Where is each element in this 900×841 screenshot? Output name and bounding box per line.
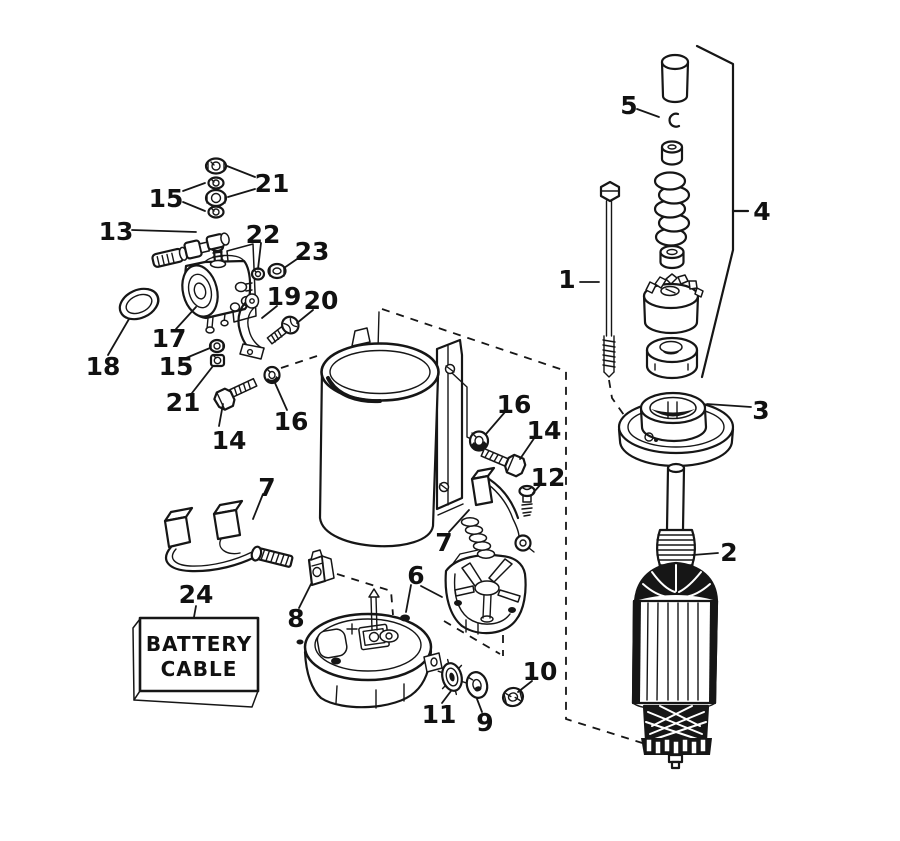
motor-frame	[318, 327, 474, 548]
callout-1: 1	[558, 265, 575, 294]
link-strap	[237, 293, 265, 360]
callout-9: 9	[476, 708, 493, 737]
washer-9	[465, 671, 489, 699]
callout-2: 2	[720, 538, 737, 567]
spacer-bushing	[660, 140, 684, 166]
lock-washer-21	[209, 353, 226, 368]
terminal-stud	[151, 232, 230, 268]
washer-16-right	[468, 430, 490, 452]
callout-15-lower: 15	[159, 352, 194, 381]
solenoid-washer-22	[250, 267, 266, 281]
pinion-gear	[642, 273, 704, 335]
callout-20: 20	[304, 286, 339, 315]
callout-24: 24	[179, 580, 214, 609]
spacer-cap	[660, 53, 690, 104]
drive-end-housing	[444, 549, 527, 635]
callout-13: 13	[99, 217, 134, 246]
callout-16-right: 16	[497, 390, 532, 419]
pinion-spacer-nut	[645, 336, 699, 380]
callout-22: 22	[246, 220, 281, 249]
mount-bolt-14-left	[213, 377, 258, 411]
lower-nut-15	[208, 338, 226, 354]
battery-box-line2: CABLE	[161, 657, 238, 681]
callout-18: 18	[86, 352, 121, 381]
callout-11: 11	[422, 700, 457, 729]
end-head-flange	[617, 391, 735, 468]
retaining-ring-clip	[668, 112, 681, 128]
callout-16-left: 16	[274, 407, 309, 436]
callout-12: 12	[531, 463, 566, 492]
callout-7-right: 7	[435, 528, 452, 557]
drive-spring	[653, 171, 691, 247]
callout-23: 23	[295, 237, 330, 266]
callout-10: 10	[523, 657, 558, 686]
end-cap	[296, 588, 443, 709]
callout-21-lower: 21	[166, 388, 201, 417]
bushing-ring	[118, 287, 160, 321]
callout-17: 17	[152, 324, 187, 353]
callout-14-right: 14	[527, 416, 562, 445]
group-bracket-4	[695, 44, 750, 379]
brush-and-spring-right	[460, 466, 535, 559]
washer-16-left	[263, 365, 281, 385]
mount-bolt-14-right	[480, 447, 527, 478]
callout-7-left: 7	[258, 473, 275, 502]
leader-lines	[107, 108, 752, 713]
solenoid-nut-23	[267, 262, 287, 280]
callout-5: 5	[620, 91, 637, 120]
callout-6: 6	[407, 561, 424, 590]
seal-grommet-11	[437, 658, 467, 696]
callout-4: 4	[753, 197, 770, 226]
terminal-nut-washer-stack	[204, 157, 228, 219]
callout-19: 19	[267, 282, 302, 311]
callout-labels: 1 2 3 4 5 6 7 7 8 9 10 11 12 13 14 14 15…	[86, 91, 771, 737]
callout-21-upper: 21	[255, 169, 290, 198]
battery-box-line1: BATTERY	[146, 632, 252, 656]
lever-clip	[307, 549, 335, 587]
battery-cable-box: BATTERY CABLE	[132, 616, 260, 708]
spring-retainer	[659, 244, 685, 270]
terminal-screw-12	[518, 484, 536, 517]
callout-15-upper: 15	[149, 184, 184, 213]
brush-set-left	[163, 499, 294, 573]
armature	[631, 462, 719, 770]
callout-8: 8	[287, 604, 304, 633]
callout-3: 3	[752, 396, 769, 425]
through-bolt	[599, 180, 621, 378]
link-bolt-20	[266, 315, 300, 345]
callout-14-left: 14	[212, 426, 247, 455]
